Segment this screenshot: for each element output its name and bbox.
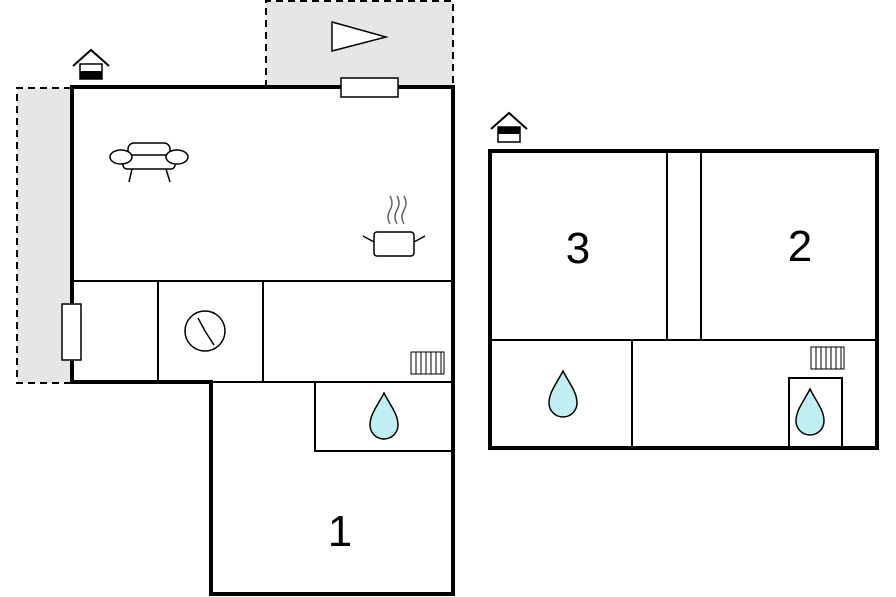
radiator-icon [410, 351, 445, 375]
room-number-3: 3 [566, 224, 590, 273]
cooking-pot-icon [362, 195, 426, 257]
water-drop-icon [369, 391, 399, 440]
window-icon [61, 303, 82, 361]
upper-floor-interior-walls [490, 151, 877, 448]
room-number-1: 1 [328, 507, 352, 556]
terrace-arrow-icon [331, 21, 389, 52]
house-level-icon [490, 111, 528, 143]
sofa-icon [109, 142, 189, 183]
water-drop-icon [795, 387, 825, 436]
clock-icon [184, 310, 226, 352]
ground-floor-outline [70, 85, 455, 596]
upper-floor-outline [488, 149, 879, 450]
room-number-2: 2 [788, 222, 812, 271]
house-level-icon [72, 48, 110, 80]
radiator-icon [810, 346, 845, 370]
window-icon [340, 77, 399, 98]
water-drop-icon [548, 369, 578, 418]
